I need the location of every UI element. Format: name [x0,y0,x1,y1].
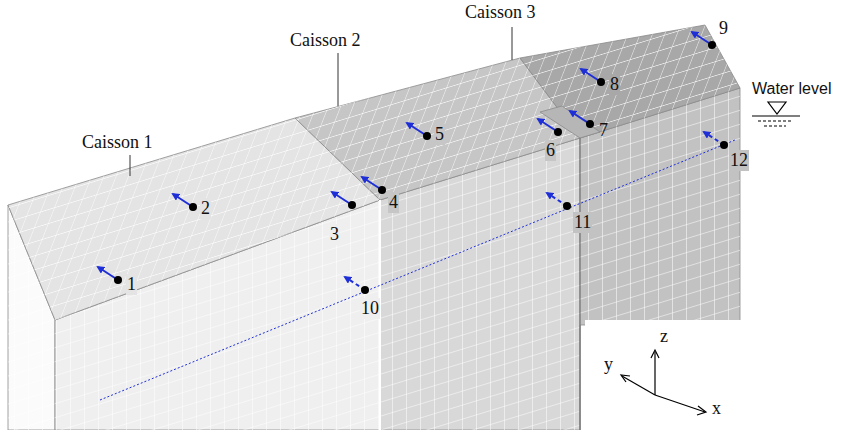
axes-panel [585,320,860,430]
measurement-points [348,201,356,209]
callout-number: 1 [126,274,137,295]
callout-number: 6 [545,140,556,161]
measurement-points [597,78,605,86]
coordinate-axes [697,406,706,415]
caisson-faces [520,25,740,138]
water-level-symbol [752,102,800,126]
measurement-points [720,141,728,149]
measurement-points [114,41,728,294]
measurement-points [189,203,197,211]
direction-arrows [98,32,724,290]
callout-number: 10 [360,298,380,319]
water-level-symbol [752,115,800,116]
leader-lines [130,27,512,176]
caisson-faces [520,25,740,138]
measurement-points [378,186,386,194]
callout-number: 5 [434,124,445,145]
measurement-points [563,202,571,210]
leader-lines [512,27,513,60]
callout-number: 2 [200,198,211,219]
water-level-label: Water level [752,80,831,98]
water-level-symbol [768,102,786,114]
coordinate-axes [655,395,705,412]
callout-number: 11 [573,212,592,233]
coordinate-axes [621,350,706,415]
coordinate-axes [621,375,630,382]
caisson-faces [8,118,380,320]
axis-label: x [712,398,721,419]
caisson-label: Caisson 1 [82,132,153,153]
caisson-faces [580,138,581,430]
measurement-points [554,128,562,136]
callout-number: 3 [329,224,340,245]
leader-lines [338,53,339,106]
measurement-points [586,120,594,128]
callout-number: 9 [718,18,729,39]
caisson-label: Caisson 2 [290,30,361,51]
callout-number: 12 [729,150,749,171]
measurement-points [708,41,716,49]
measurement-points [114,276,122,284]
callout-number: 4 [388,192,399,213]
water-level-symbol [764,125,786,126]
measurement-points [361,286,369,294]
coordinate-axes [654,352,655,395]
leader-lines [130,155,131,176]
water-level-symbol [758,120,792,121]
caisson-faces [8,118,380,320]
measurement-points [423,132,431,140]
coordinate-axes [651,350,659,358]
axis-label: y [604,354,613,375]
callout-number: 8 [609,74,620,95]
axis-label: z [660,326,668,347]
callout-number: 7 [598,120,609,141]
coordinate-axes [622,376,655,395]
caisson-label: Caisson 3 [465,2,536,23]
caisson-faces [540,106,600,138]
